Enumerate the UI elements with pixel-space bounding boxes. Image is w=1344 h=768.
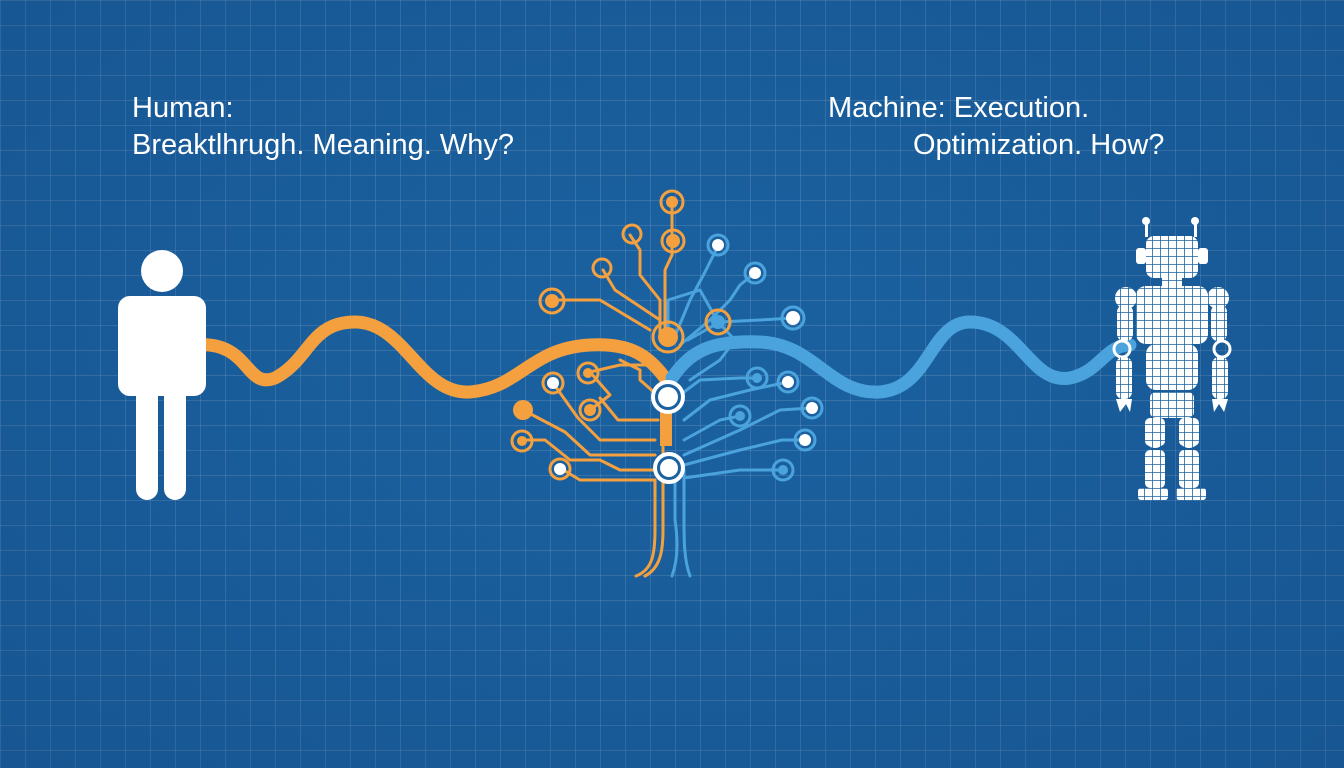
- machine-caption-text: Optimization. How?: [913, 129, 1165, 161]
- machine-wave: [665, 315, 1137, 399]
- tree-nodes: [510, 189, 824, 484]
- human-wave: [188, 315, 672, 399]
- person-icon: [118, 250, 206, 500]
- human-caption-title: Human:: [132, 92, 234, 124]
- machine-caption: Machine: Execution. Optimization. How?: [828, 90, 1164, 164]
- machine-caption-title: Machine: Execution.: [828, 92, 1090, 124]
- human-caption-text: Breaktlhrugh. Meaning. Why?: [132, 129, 515, 161]
- human-caption: Human: Breaktlhrugh. Meaning. Why?: [132, 90, 514, 164]
- robot-icon: [1112, 217, 1232, 500]
